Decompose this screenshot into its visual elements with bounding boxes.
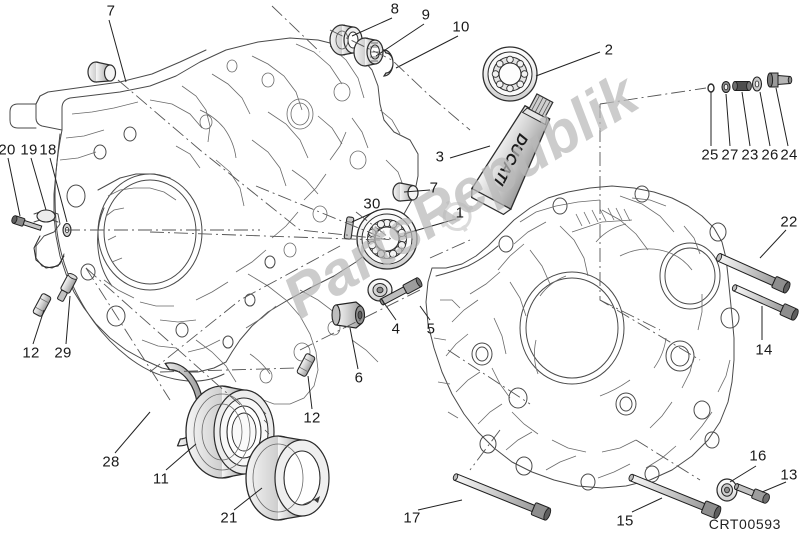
callout-30: 30 [363, 195, 381, 213]
part-2-ball-bearing [482, 46, 538, 102]
part-25-o-ring [707, 83, 715, 93]
part-29-locating-dowel [57, 273, 78, 302]
part-5-socket-screw [379, 277, 423, 306]
callout-8: 8 [390, 0, 400, 18]
callout-10: 10 [452, 18, 470, 36]
part-12b-dowel-pin [296, 353, 316, 377]
callout-16: 16 [749, 447, 767, 465]
right-crankcase-body [425, 185, 740, 491]
left-crankcase-ribs [59, 43, 405, 353]
part-23-spacer-bush [732, 81, 752, 91]
part-14-long-screw [731, 284, 799, 321]
part-16-washer [716, 478, 738, 502]
callout-28: 28 [102, 453, 120, 471]
part-9-needle-bearing [353, 37, 384, 67]
callout-9: 9 [421, 6, 431, 24]
part-19-wire-clip [33, 209, 65, 269]
part-22-stud-bolt [716, 253, 791, 294]
callout-17: 17 [403, 509, 421, 527]
callout-22: 22 [780, 213, 798, 231]
callout-27: 27 [721, 146, 739, 164]
callout-18: 18 [39, 141, 57, 159]
part-17-long-screw [452, 473, 552, 521]
callout-6: 6 [354, 369, 364, 387]
callout-23: 23 [741, 146, 759, 164]
part-15-long-screw [628, 473, 722, 519]
part-13-flange-screw [733, 483, 770, 504]
callout-14: 14 [755, 341, 773, 359]
right-case-fins [571, 207, 633, 233]
part-24-screw [766, 72, 793, 88]
callout-2: 2 [604, 41, 614, 59]
callout-24: 24 [780, 146, 798, 164]
part-28-snap-ring [164, 362, 205, 447]
part-11-main-bearing [185, 385, 275, 479]
callout-25: 25 [701, 146, 719, 164]
callout-26: 26 [761, 146, 779, 164]
diagram-code-label: CRT00593 [708, 516, 781, 532]
part-21-bearing-race [245, 435, 330, 521]
part-1-center-ball-bearing [356, 208, 418, 270]
hardware-left-group [11, 209, 72, 269]
part-12a-dowel-pin [32, 293, 52, 317]
part-7a-bush [87, 61, 117, 83]
callout-5: 5 [426, 320, 436, 338]
callout-21: 21 [220, 509, 238, 527]
mid-case-outline [195, 273, 379, 405]
assembly-centerlines [66, 5, 701, 481]
callout-7: 7 [106, 2, 116, 20]
hardware-row-top-right [599, 72, 793, 361]
callout-13: 13 [780, 466, 798, 484]
callout-3: 3 [435, 148, 445, 166]
callout-15: 15 [616, 512, 634, 530]
part-27-seal-ring [721, 80, 731, 94]
callout-4: 4 [391, 320, 401, 338]
callout-11: 11 [152, 470, 170, 488]
callout-29: 29 [54, 344, 72, 362]
part-10-circlip [382, 49, 394, 77]
left-crankcase-body [35, 37, 419, 382]
part-6-plug-cap [331, 301, 366, 329]
callout-20: 20 [0, 141, 16, 159]
callout-19: 19 [20, 141, 38, 159]
part-20-screw-pin [11, 215, 43, 231]
callout-12a: 12 [22, 344, 40, 362]
right-crankcase-ribs [433, 195, 731, 479]
callout-7b: 7 [429, 179, 439, 197]
callout-1: 1 [455, 204, 465, 222]
left-case-nipple [9, 103, 37, 129]
part-26-washer [751, 76, 763, 92]
callout-12b: 12 [303, 409, 321, 427]
